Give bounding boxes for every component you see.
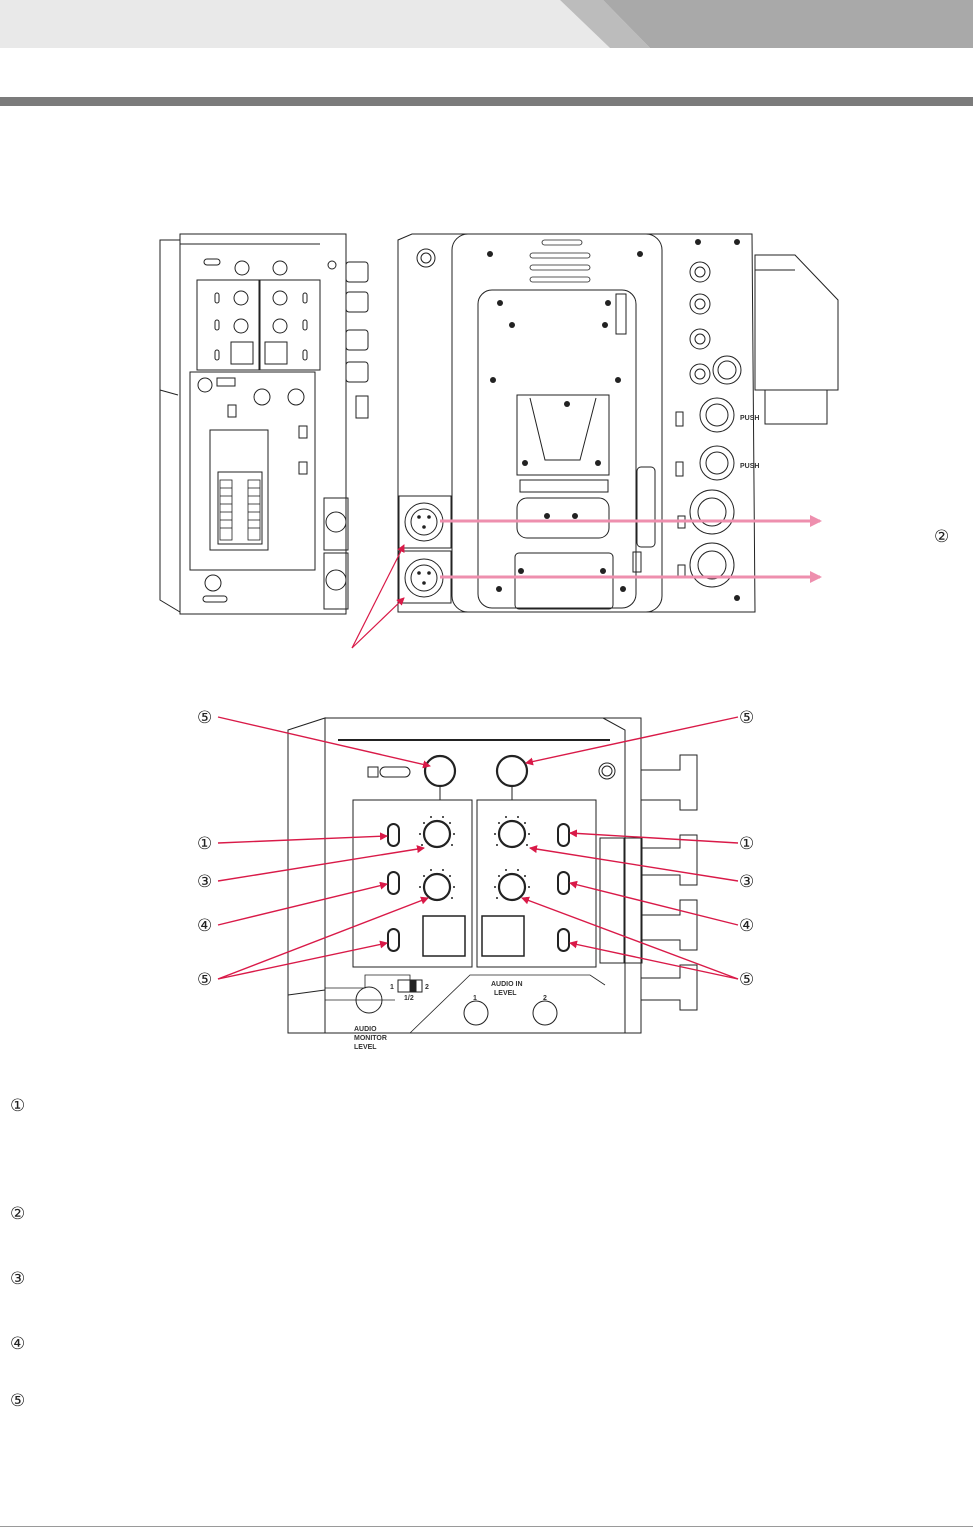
push-label-2: PUSH [740,463,759,470]
callout-5-right-bottom: ⑤ [739,970,755,990]
footer-rule [0,1526,973,1527]
callout-1-right: ① [739,834,755,854]
side-view-panel [159,233,369,615]
callout-1-left: ① [197,834,213,854]
legend-marker-5: ⑤ [10,1391,26,1411]
switch-label-2: 2 [425,984,429,991]
callout-5-left-bottom: ⑤ [197,970,213,990]
callout-5-right-top: ⑤ [739,708,755,728]
callout-3-right: ③ [739,872,755,892]
camera-diagram: PUSH PUSH [159,233,839,1051]
legend-marker-1: ① [10,1096,26,1116]
switch-label-mid: 1/2 [404,995,414,1002]
legend-marker-4: ④ [10,1334,26,1354]
callout-2-rear: ② [934,527,950,547]
legend-marker-2: ② [10,1204,26,1224]
header-banner [0,0,973,48]
audio-in-level-label-2: LEVEL [494,990,517,997]
callout-5-left-top: ⑤ [197,708,213,728]
push-label-1: PUSH [740,415,759,422]
rear-view-panel [397,233,839,613]
audio-monitor-level-label-1: AUDIO [354,1026,377,1033]
audio-monitor-level-label-3: LEVEL [354,1044,377,1051]
callout-3-left: ③ [197,872,213,892]
audio-in-level-label-1: AUDIO IN [491,981,523,988]
audio-panel-closeup [287,717,643,1034]
audio-monitor-level-label-2: MONITOR [354,1035,387,1042]
callout-4-left: ④ [197,916,213,936]
title-rule [0,97,973,106]
switch-label-1: 1 [390,984,394,991]
callout-4-right: ④ [739,916,755,936]
knob-label-2: 2 [543,995,547,1002]
knob-label-1: 1 [473,995,477,1002]
bnc-connectors [641,754,698,1011]
legend-marker-3: ③ [10,1269,26,1289]
